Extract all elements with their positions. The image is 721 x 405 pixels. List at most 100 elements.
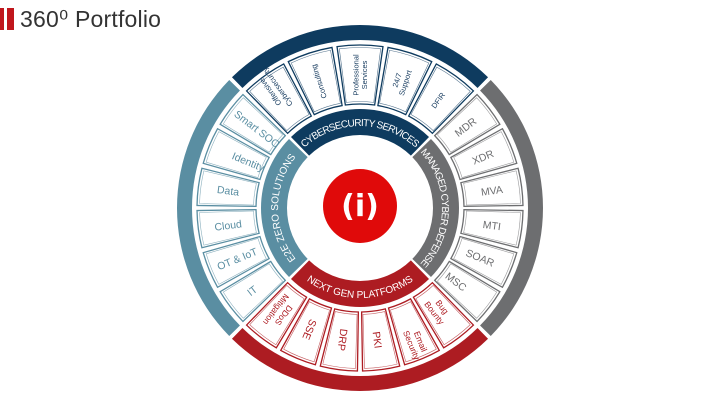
offering-consulting[interactable]: Consulting [287,46,343,116]
offering-24-7-support[interactable]: 24/7Support [377,46,433,116]
offering-box-inner [463,170,521,206]
offering-box-inner [322,311,358,369]
offering-box [336,44,384,106]
offering-box [245,281,308,349]
e2e-zero-solutions-outer-arc [176,79,240,337]
next-gen-platforms-band [290,260,430,307]
offering-box-inner [249,66,310,132]
offering-box [279,297,333,366]
offering-box [433,93,501,156]
managed-cyber-defense-band [412,138,459,278]
offering-box [360,308,401,372]
offering-box-inner [410,66,471,132]
offering-label-line: Professional [351,54,360,96]
offering-label: MVA [480,184,503,199]
e2e-zero-solutions-band [261,138,308,278]
offering-ot-iot[interactable]: OT & IoT [202,235,271,289]
offering-box-inner [463,210,521,246]
cybersecurity-services-band [290,108,430,156]
offering-email-security[interactable]: EmailSecurity [387,297,441,366]
offering-offensive-cybersecurity[interactable]: OffensiveCybersecurity [245,63,313,135]
offering-box [407,63,475,135]
managed-cyber-defense-outer-arc [480,79,543,337]
offering-identity[interactable]: Identity [202,127,271,181]
offering-box [202,127,271,181]
offering-label-line: PKI [370,331,384,349]
accent-bar [7,8,14,30]
offering-label-line: Data [216,184,240,199]
offering-box [449,235,518,289]
offering-box-inner [362,311,398,369]
offering-msc[interactable]: MSC [433,260,501,323]
offering-box-inner [222,263,284,319]
offering-box-inner [290,49,341,113]
offering-box [412,281,475,349]
info-logo-icon: (i) [341,189,379,224]
offering-box [287,46,343,116]
offering-box-inner [199,170,257,206]
offering-mti[interactable]: MTI [460,208,524,249]
offering-box [460,167,524,208]
offering-xdr[interactable]: XDR [449,127,518,181]
page-title: 360⁰ Portfolio [20,5,162,32]
offering-label-line: MVA [480,184,503,199]
outer-ring [176,25,543,391]
offering-box-inner [338,47,382,103]
offering-box-inner [453,238,515,285]
offering-box-inner [415,284,471,346]
offering-box [245,63,313,135]
offering-it[interactable]: IT [219,260,287,323]
offering-box [387,297,441,366]
offering-label: DRP [335,328,350,352]
offering-box-inner [453,131,515,178]
offering-box-inner [205,131,267,178]
offering-box [196,208,260,249]
offering-box [319,308,360,372]
offering-data[interactable]: Data [196,167,260,208]
offering-box-inner [436,97,498,153]
offering-box-inner [390,301,437,363]
next-gen-platforms-outer-arc [231,328,489,391]
offering-box-inner [283,301,330,363]
offering-label-line: Cloud [214,218,243,233]
offering-box [219,260,287,323]
offering-box [219,93,287,156]
offering-box-inner [379,49,430,113]
offering-mva[interactable]: MVA [460,167,524,208]
offering-box [377,46,433,116]
cybersecurity-services-outer-arc [231,25,489,88]
offering-box-inner [249,284,305,346]
offering-professional-services[interactable]: ProfessionalServices [336,44,384,106]
offering-sse[interactable]: SSE [279,297,333,366]
offering-label: PKI [370,331,384,349]
offering-box-inner [436,263,498,319]
offering-dfir[interactable]: DFIR [407,63,475,135]
offering-box [196,167,260,208]
logo-circle [323,169,397,243]
offering-ddos-mitigation[interactable]: DDoSMitigation [245,281,308,349]
offering-drp[interactable]: DRP [319,308,360,372]
offering-label-line: Services [360,60,369,89]
offering-mdr[interactable]: MDR [433,93,501,156]
offering-box [202,235,271,289]
offering-box-inner [199,210,257,246]
offering-box-inner [205,238,267,285]
offering-box [449,127,518,181]
logo: (i) [323,169,397,243]
offering-label: Cloud [214,218,243,233]
accent-bar [0,8,4,30]
offering-label: ProfessionalServices [351,54,369,96]
offering-box [433,260,501,323]
offering-label: Data [216,184,240,199]
offering-cloud[interactable]: Cloud [196,208,260,249]
offering-label-line: 24/7 [391,72,404,89]
offering-pki[interactable]: PKI [360,308,401,372]
offering-box-inner [222,97,284,153]
offering-label-line: MTI [482,219,501,233]
slide-header: 360⁰ Portfolio [0,6,161,32]
offering-box [460,208,524,249]
offering-soar[interactable]: SOAR [449,235,518,289]
